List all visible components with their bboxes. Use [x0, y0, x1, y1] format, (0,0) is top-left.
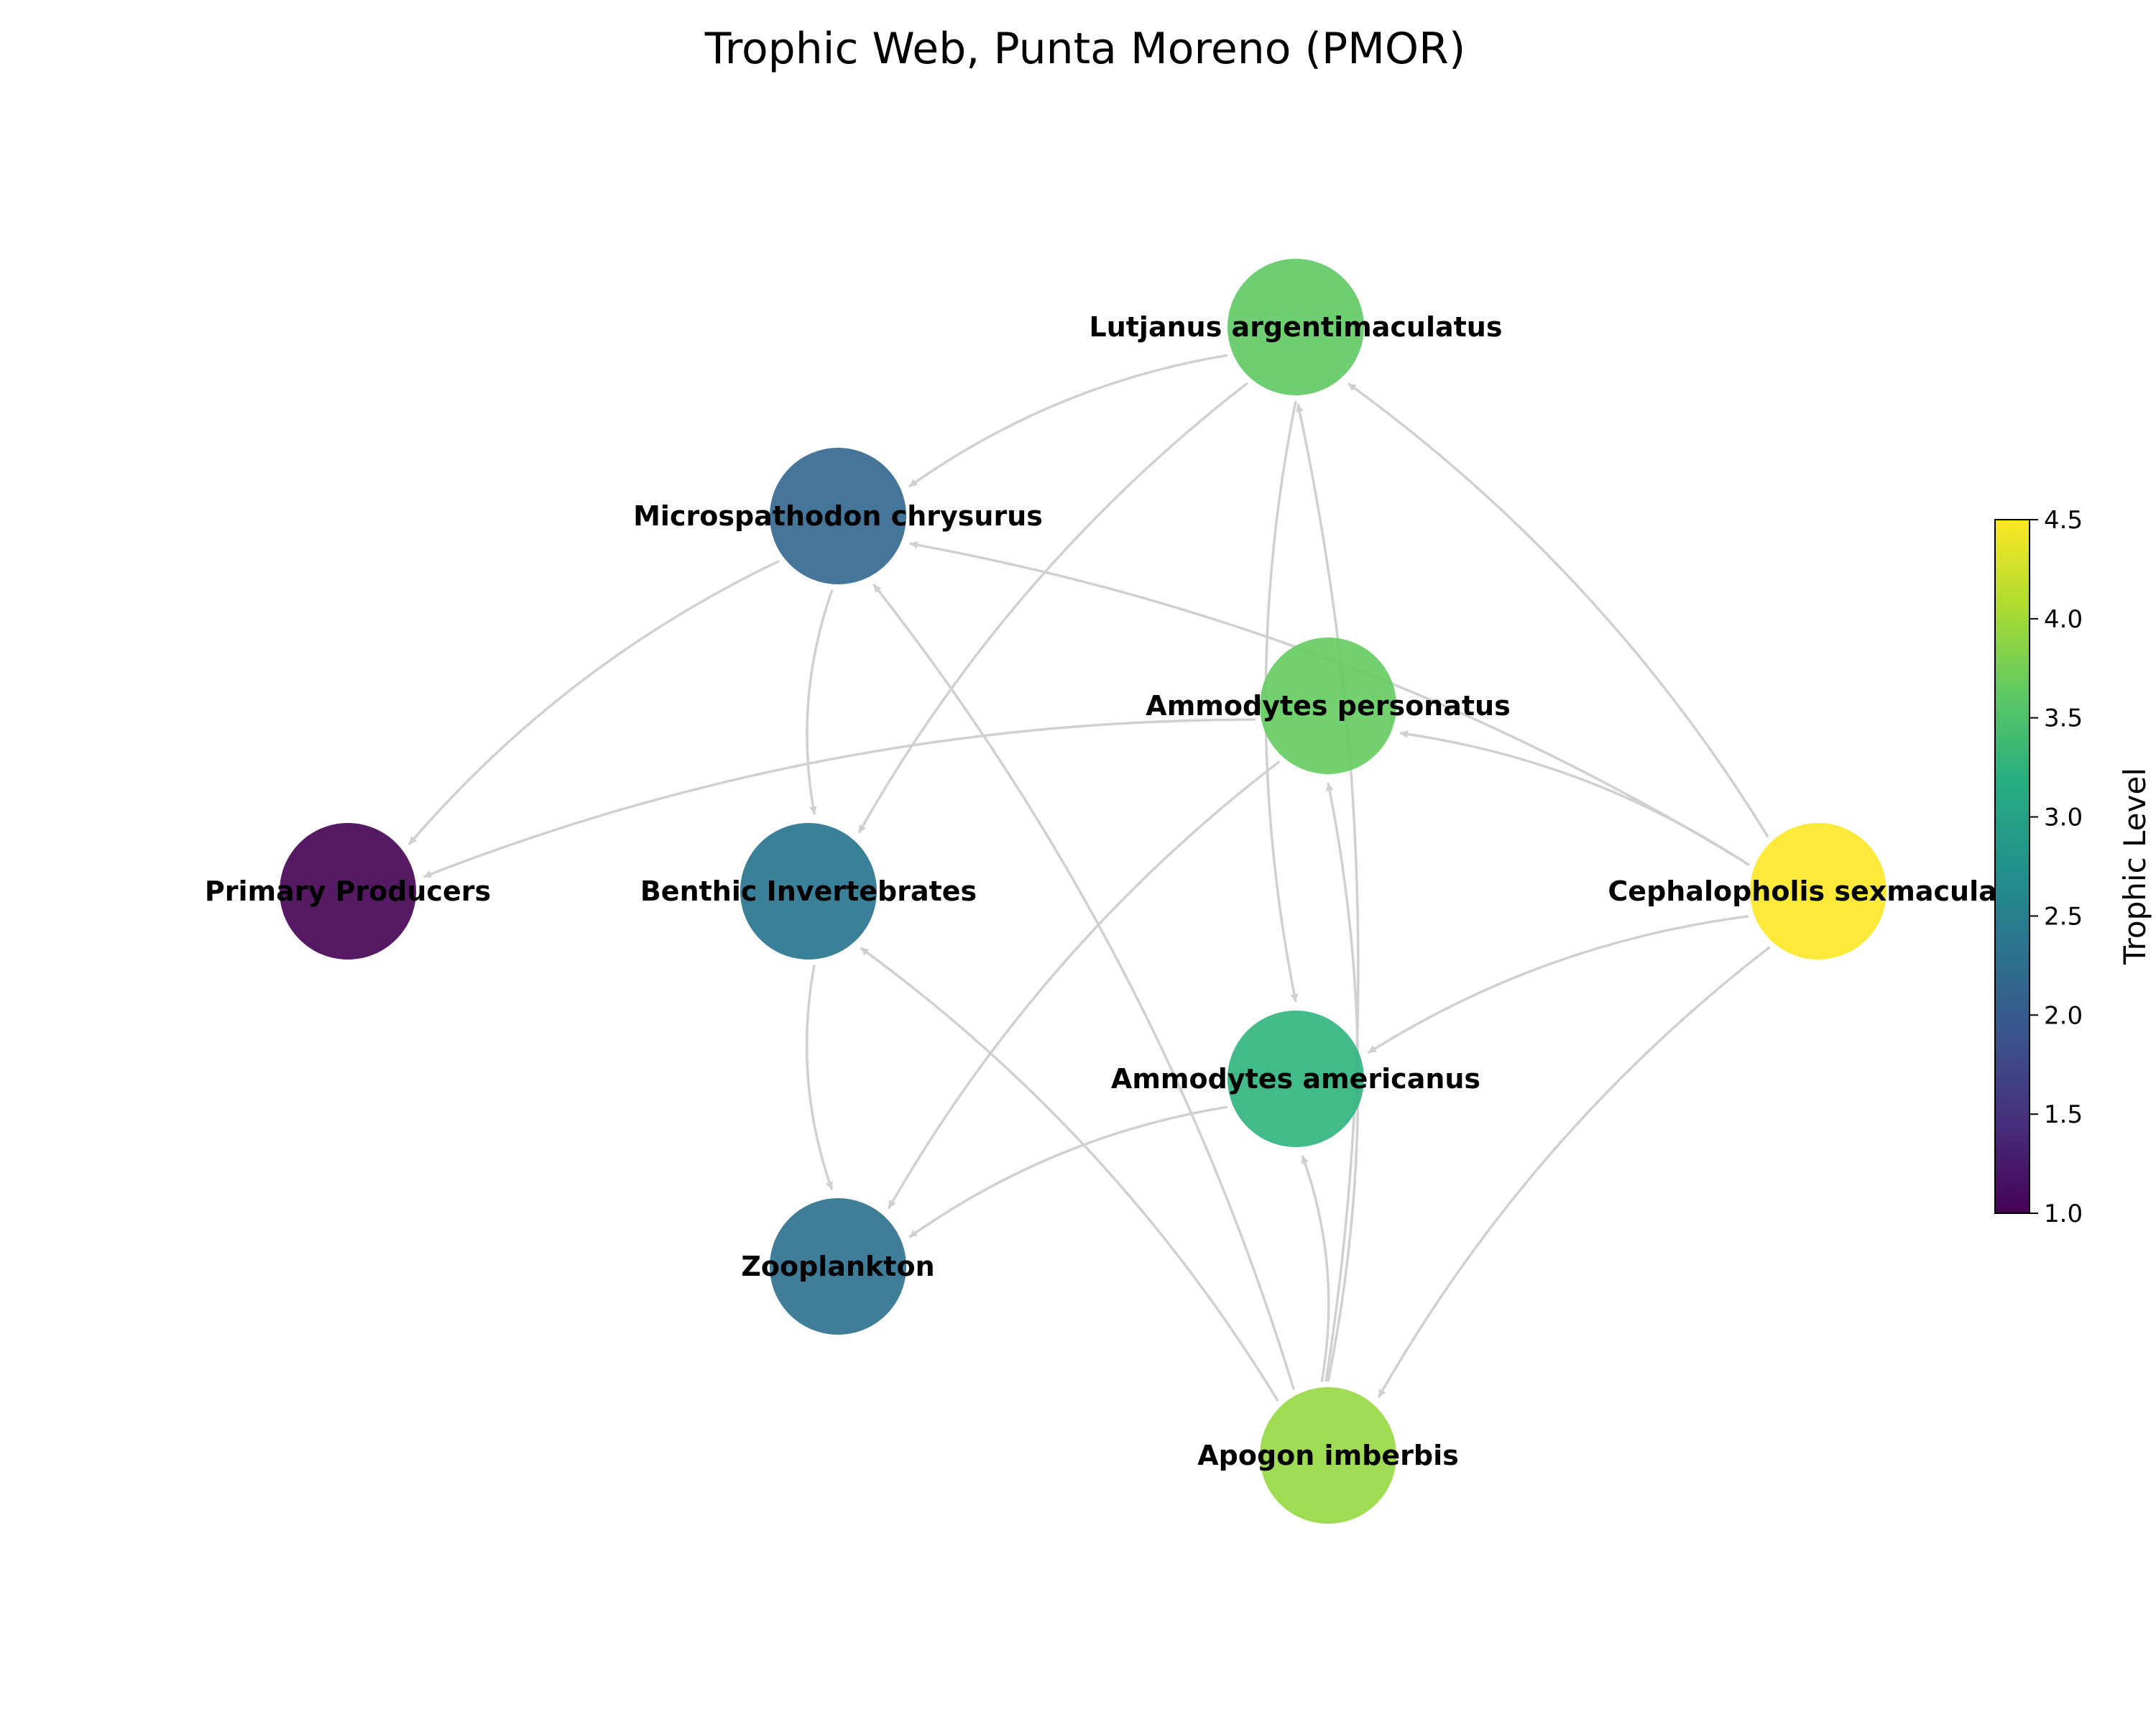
colorbar-gradient: [1994, 519, 2030, 1214]
node-label-microspathodon: Microspathodon chrysurus: [633, 500, 1043, 532]
node-cephalopholis: [1750, 823, 1886, 960]
edge-cephalopholis-to-lutjanus: [1347, 382, 1769, 838]
colorbar-tick-label: 2.0: [2044, 1001, 2083, 1030]
node-label-zooplankton: Zooplankton: [741, 1251, 934, 1282]
edge-apogon-to-lutjanus: [1295, 403, 1360, 1382]
colorbar-tick-label: 3.5: [2044, 704, 2083, 733]
edge-microspathodon-to-benthic: [806, 589, 834, 815]
node-label-primary: Primary Producers: [205, 875, 491, 907]
colorbar-tick-label: 3.0: [2044, 804, 2083, 832]
edge-personatus-to-primary: [423, 718, 1256, 878]
edge-americanus-to-zooplankton: [908, 1105, 1227, 1238]
colorbar-tick-label: 4.5: [2044, 506, 2083, 535]
colorbar: 1.0 1.5 2.0 2.5 3.0 3.5 4.0 4.5 Trophic Level: [1994, 506, 2152, 1228]
node-microspathodon: [770, 448, 906, 584]
nodes-layer: [280, 259, 1886, 1524]
colorbar-ticks: 1.0 1.5 2.0 2.5 3.0 3.5 4.0 4.5: [2030, 506, 2083, 1228]
edge-apogon-to-benthic: [860, 947, 1279, 1402]
node-label-personatus: Ammodytes personatus: [1146, 690, 1510, 722]
colorbar-tick-label: 2.5: [2044, 902, 2083, 931]
node-personatus: [1260, 638, 1396, 774]
edge-cephalopholis-to-apogon: [1377, 946, 1771, 1399]
edge-apogon-to-americanus: [1301, 1155, 1330, 1382]
node-benthic: [740, 823, 877, 960]
labels-layer: Lutjanus argentimaculatusMicrospathodon …: [205, 311, 2029, 1471]
chart-title: Trophic Web, Punta Moreno (PMOR): [704, 24, 1465, 74]
node-zooplankton: [770, 1198, 906, 1335]
edge-personatus-to-zooplankton: [887, 760, 1281, 1210]
edge-apogon-to-microspathodon: [872, 583, 1296, 1391]
node-lutjanus: [1227, 259, 1364, 395]
node-americanus: [1227, 1011, 1364, 1147]
node-apogon: [1260, 1387, 1396, 1524]
node-label-lutjanus: Lutjanus argentimaculatus: [1089, 311, 1503, 343]
colorbar-label: Trophic Level: [2117, 768, 2152, 965]
edge-lutjanus-to-benthic: [857, 382, 1248, 834]
edges-layer: [407, 354, 1771, 1402]
node-label-americanus: Ammodytes americanus: [1111, 1063, 1480, 1095]
node-label-apogon: Apogon imberbis: [1197, 1440, 1459, 1471]
node-primary: [280, 823, 416, 960]
edge-cephalopholis-to-personatus: [1399, 730, 1750, 867]
edge-benthic-to-zooplankton: [805, 965, 834, 1190]
colorbar-tick-label: 4.0: [2044, 605, 2083, 634]
node-label-benthic: Benthic Invertebrates: [640, 875, 977, 907]
colorbar-tick-label: 1.5: [2044, 1100, 2083, 1129]
edge-cephalopholis-to-americanus: [1367, 915, 1749, 1054]
node-label-cephalopholis: Cephalopholis sexmaculata: [1608, 875, 2028, 907]
edge-microspathodon-to-primary: [407, 560, 780, 846]
edge-lutjanus-to-microspathodon: [908, 354, 1228, 488]
colorbar-tick-label: 1.0: [2044, 1200, 2083, 1228]
